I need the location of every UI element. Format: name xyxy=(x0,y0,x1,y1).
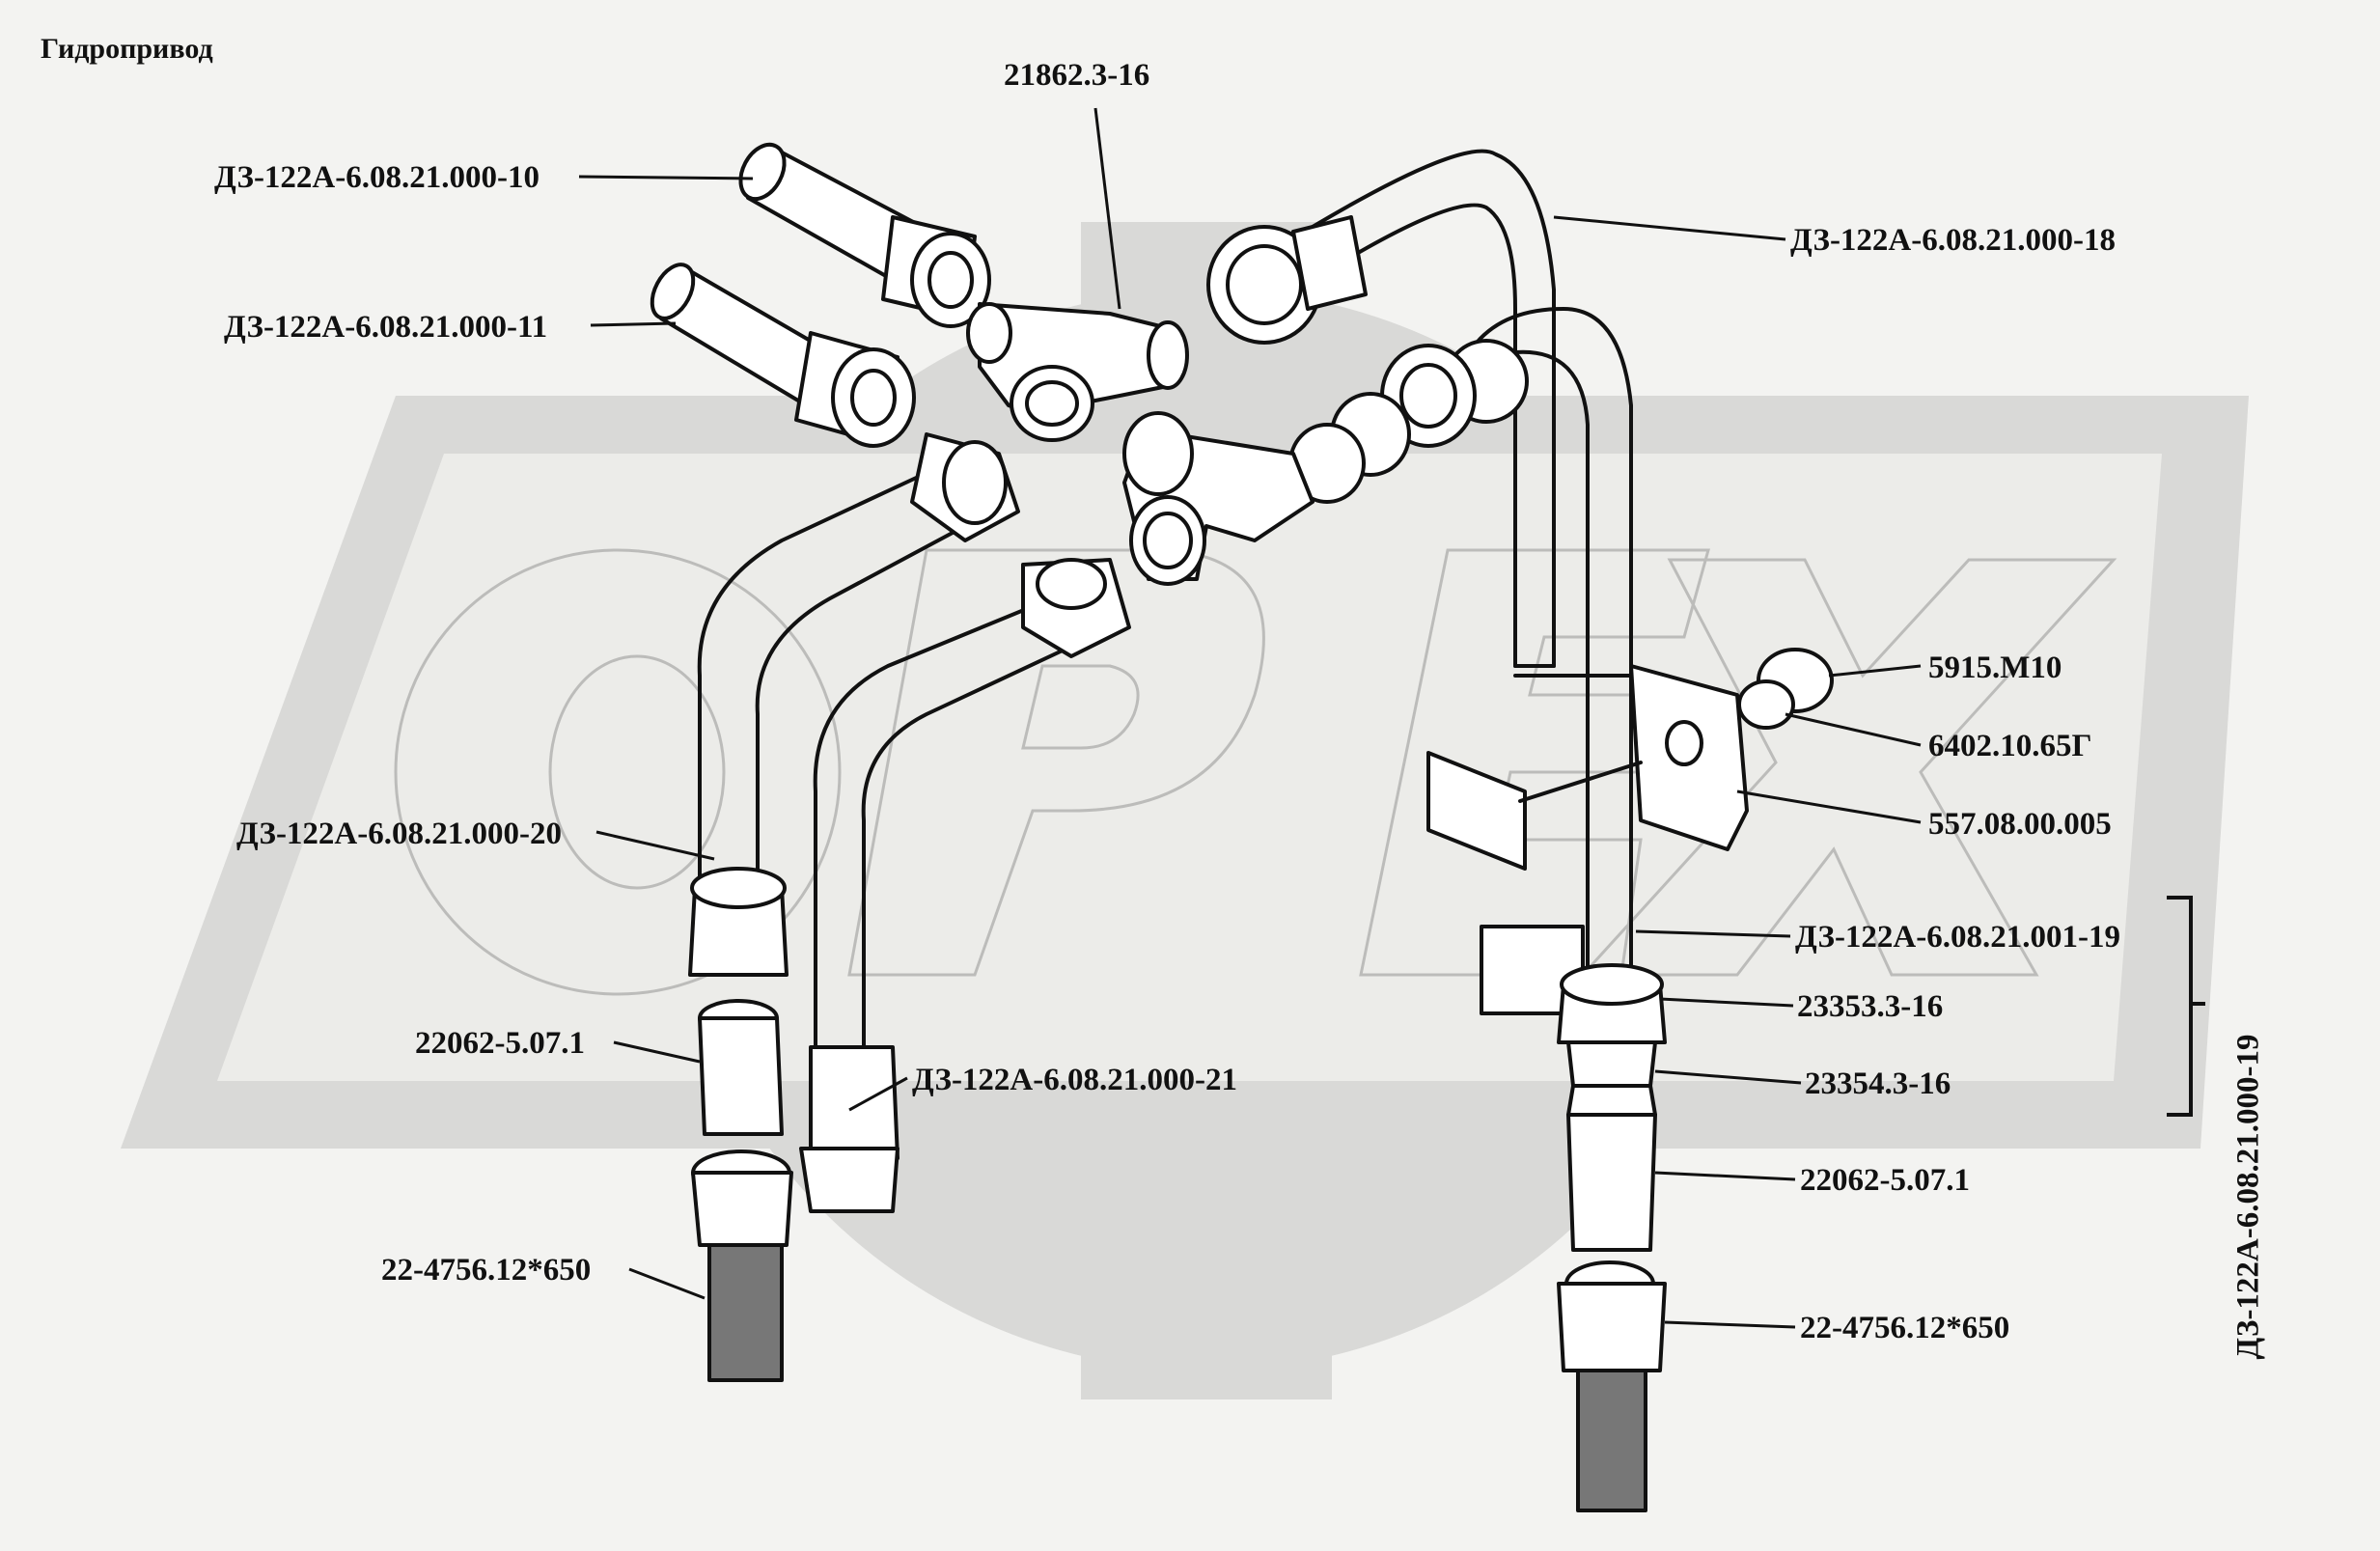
leader-line xyxy=(595,830,715,861)
pipe-20-nut xyxy=(688,432,1020,977)
leader-line xyxy=(1553,215,1786,241)
group-label-dz-000-19: ДЗ-122А-6.08.21.000-19 xyxy=(2230,1034,2266,1360)
label-23353-3-16: 23353.3-16 xyxy=(1797,989,1944,1024)
label-22-4756-12-650-right: 22-4756.12*650 xyxy=(1800,1311,2010,1345)
label-dz-000-21: ДЗ-122А-6.08.21.000-21 xyxy=(912,1063,1237,1097)
leader-line xyxy=(1785,712,1922,747)
parts xyxy=(650,142,1834,1512)
leader-line xyxy=(1664,1320,1796,1329)
label-dz-001-19: ДЗ-122А-6.08.21.001-19 xyxy=(1795,920,2120,955)
leader-line xyxy=(1654,1171,1796,1181)
pipe-19-fittings xyxy=(1288,339,1529,504)
label-22062-5-07-1-left: 22062-5.07.1 xyxy=(415,1026,585,1061)
label-557-08-00-005: 557.08.00.005 xyxy=(1928,807,2112,842)
leader-line xyxy=(1635,929,1791,938)
leader-line xyxy=(1828,664,1922,678)
label-23354-3-16: 23354.3-16 xyxy=(1805,1066,1951,1101)
label-5915-m10: 5915.М10 xyxy=(1928,651,2062,685)
clamp-557 xyxy=(1426,664,1749,871)
label-dz-000-18: ДЗ-122А-6.08.21.000-18 xyxy=(1790,223,2116,258)
leader-line xyxy=(1093,107,1121,310)
leader-line xyxy=(628,1267,706,1300)
label-dz-000-10: ДЗ-122А-6.08.21.000-10 xyxy=(214,160,540,195)
label-22062-5-07-1-right: 22062-5.07.1 xyxy=(1800,1163,1970,1198)
leader-line xyxy=(590,321,677,327)
pipe-11 xyxy=(650,263,916,448)
pipe-21 xyxy=(813,596,1083,1064)
page-title: Гидропривод xyxy=(41,33,213,65)
pipe-10 xyxy=(738,142,991,328)
group-bracket xyxy=(2167,896,2205,1117)
label-22-4756-12-650-left: 22-4756.12*650 xyxy=(381,1253,592,1288)
tee-21862-upper xyxy=(966,302,1189,442)
pipe-18-nut xyxy=(1206,215,1368,345)
nut-5915 xyxy=(1737,648,1834,730)
pipe-18 xyxy=(1311,149,1556,668)
leader-line xyxy=(578,175,754,180)
label-dz-000-11: ДЗ-122А-6.08.21.000-11 xyxy=(224,310,548,345)
leader-lines xyxy=(578,107,1922,1329)
pipe-20 xyxy=(697,471,967,919)
leader-line xyxy=(1736,789,1922,824)
tee-21862-lower xyxy=(1122,411,1315,586)
leader-line xyxy=(1654,1069,1802,1085)
adapter-22062-left xyxy=(698,999,784,1136)
label-6402-10-65g: 6402.10.65Г xyxy=(1928,729,2092,763)
hose-left xyxy=(691,1149,793,1382)
pipe-21-nut xyxy=(799,558,1131,1213)
right-lower-fittings xyxy=(1480,925,1667,1512)
watermark-gear-tooth xyxy=(1081,1284,1332,1399)
leader-line xyxy=(1659,997,1794,1008)
label-dz-000-20: ДЗ-122А-6.08.21.000-20 xyxy=(236,817,562,851)
label-21862-3-16: 21862.3-16 xyxy=(1004,58,1150,93)
leader-line xyxy=(848,1076,908,1112)
leader-line xyxy=(613,1040,701,1064)
